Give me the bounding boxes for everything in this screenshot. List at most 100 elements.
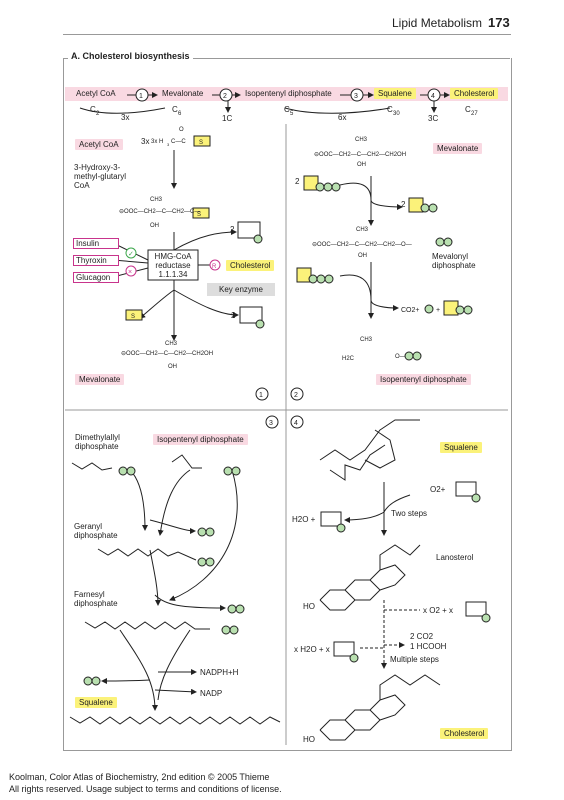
cholesterol-ho: HO [303,735,315,744]
dimethylallyl-label: Dimethylallyl diphosphate [75,433,120,451]
panel3-squalene: Squalene [75,697,117,708]
coa-icon-1 [193,135,211,147]
panel4-cholesterol: Cholesterol [440,728,489,739]
geranyl-label: Geranyl diphosphate [74,522,118,540]
svg-text:OH: OH [150,223,159,229]
footer-copyright: Koolman, Color Atlas of Biochemistry, 2n… [9,772,270,782]
svg-text:⊖OOC—CH2—C—CH2—CH2OH: ⊖OOC—CH2—C—CH2—CH2OH [121,351,213,357]
panel3-step-circle [265,415,279,429]
svg-text:2: 2 [96,111,100,117]
inhibit-icon [125,265,137,277]
overview-c27: C [465,105,471,114]
panel2-arrows [339,176,403,319]
overview-num-1: 1 [139,93,143,100]
panel2-step-num: 2 [294,392,298,399]
panel1-two-b: 2 [231,311,236,320]
panel3-isopentenyl: Isopentenyl diphosphate [153,434,248,445]
panel4-step-num: 4 [294,420,298,427]
panel4-o2: O2+ [430,485,446,494]
nadph-label: NADPH+H [200,668,239,677]
panel-dividers [65,124,508,745]
overview-num-3: 3 [354,93,358,100]
overview-mevalonate: Mevalonate [158,88,208,99]
section-top-rule [63,58,510,59]
panel4-arrows [344,482,420,669]
svg-text:3: 3 [167,142,170,147]
panel2-two-b: 2 [401,200,406,209]
svg-text:OH: OH [168,364,177,370]
svg-text:C—C: C—C [171,139,186,145]
panel4-squalene: Squalene [440,442,482,453]
overview-num-4: 4 [431,93,435,100]
panel4-nadph-icons [320,481,491,663]
xh2o-label: x H2O + x [294,645,330,654]
hmg-structure: ⊖OOC—CH2—C—CH2—C— OH CH3 [119,197,200,229]
svg-text:S: S [131,314,135,320]
svg-text:O: O [179,127,184,133]
check-icon [125,247,137,259]
svg-text:OH: OH [358,253,367,259]
panel2-step-circle [290,387,304,401]
svg-text:CH3: CH3 [355,137,368,143]
panel2-mevalonyl: Mevalonyl diphosphate [432,252,476,270]
overview-6x: 6x [338,113,346,122]
overview-1c: 1C [222,114,232,123]
panel2-isopentenyl: Isopentenyl diphosphate [376,374,471,385]
header-rule [63,34,511,35]
lanosterol-ho: HO [303,602,315,611]
section-frame [63,58,512,751]
overview-num-2: 2 [223,93,227,100]
page-number: 173 [488,15,510,30]
svg-text:R: R [212,264,217,270]
panel1-step-circle [255,387,269,401]
overview-c2: C [90,105,96,114]
overview-3c: 3C [428,114,438,123]
farnesyl-label: Farnesyl diphosphate [74,590,118,608]
panel2-two-a: 2 [295,177,300,186]
svg-text:O—: O— [395,354,406,360]
panel1-two-a: 2 [230,225,235,234]
lanosterol-structure [319,544,421,611]
svg-text:⊖OOC—CH2—C—CH2—CH2OH: ⊖OOC—CH2—C—CH2—CH2OH [314,152,406,158]
multiple-steps-label: Multiple steps [390,655,439,664]
overview-isopentenyl: Isopentenyl diphosphate [241,88,336,99]
hmg-reductase-label: HMG-CoA reductase 1.1.1.34 [150,252,196,279]
nadp-label: NADP [200,689,223,698]
panel2-plus: + [436,307,440,314]
overview-acetyl-coa: Acetyl CoA [72,88,120,99]
svg-text:CH3: CH3 [150,197,163,203]
svg-text:CH3: CH3 [356,227,369,233]
cholesterol-structure [319,674,441,741]
enzyme-name-1: HMG-CoA [154,252,192,261]
xo2-label: x O2 + x [423,606,454,615]
panel3-chains [69,454,281,725]
enzyme-name-2: reductase [155,261,191,270]
panel1-acetyl-coa: Acetyl CoA [75,139,123,150]
panel4-step-circle [290,415,304,429]
key-enzyme-label: Key enzyme [207,283,275,296]
enzyme-ec: 1.1.1.34 [158,270,188,279]
squalene-structure [319,419,420,481]
overview-cholesterol: Cholesterol [450,88,499,99]
overview-step-circles [135,88,441,102]
nadph-icon-2 [239,306,265,329]
svg-text:30: 30 [393,111,400,117]
thyroxin-label: Thyroxin [73,255,119,266]
panel1-hmg-coa-label: 3-Hydroxy-3-methyl-glutaryl CoA [74,163,127,190]
glucagon-label: Glucagon [73,272,119,283]
svg-text:27: 27 [471,111,478,117]
panel1-cholesterol: Cholesterol [226,260,275,271]
svg-text:5: 5 [290,111,294,117]
co2-label: 2 CO2 [410,632,434,641]
chapter-title: Lipid Metabolism [392,16,483,30]
overview-c30: C [387,105,393,114]
panel1-arrows [139,150,239,341]
panel3-step-num: 3 [269,420,273,427]
svg-text:S: S [197,212,201,218]
hmg-reductase-box [147,249,199,281]
svg-text:⊖OOC—CH2—C—CH2—C—: ⊖OOC—CH2—C—CH2—C— [119,209,200,215]
svg-text:OH: OH [357,162,366,168]
svg-text:⊖OOC—CH2—C—CH2—CH2—O—: ⊖OOC—CH2—C—CH2—CH2—O— [312,242,412,248]
